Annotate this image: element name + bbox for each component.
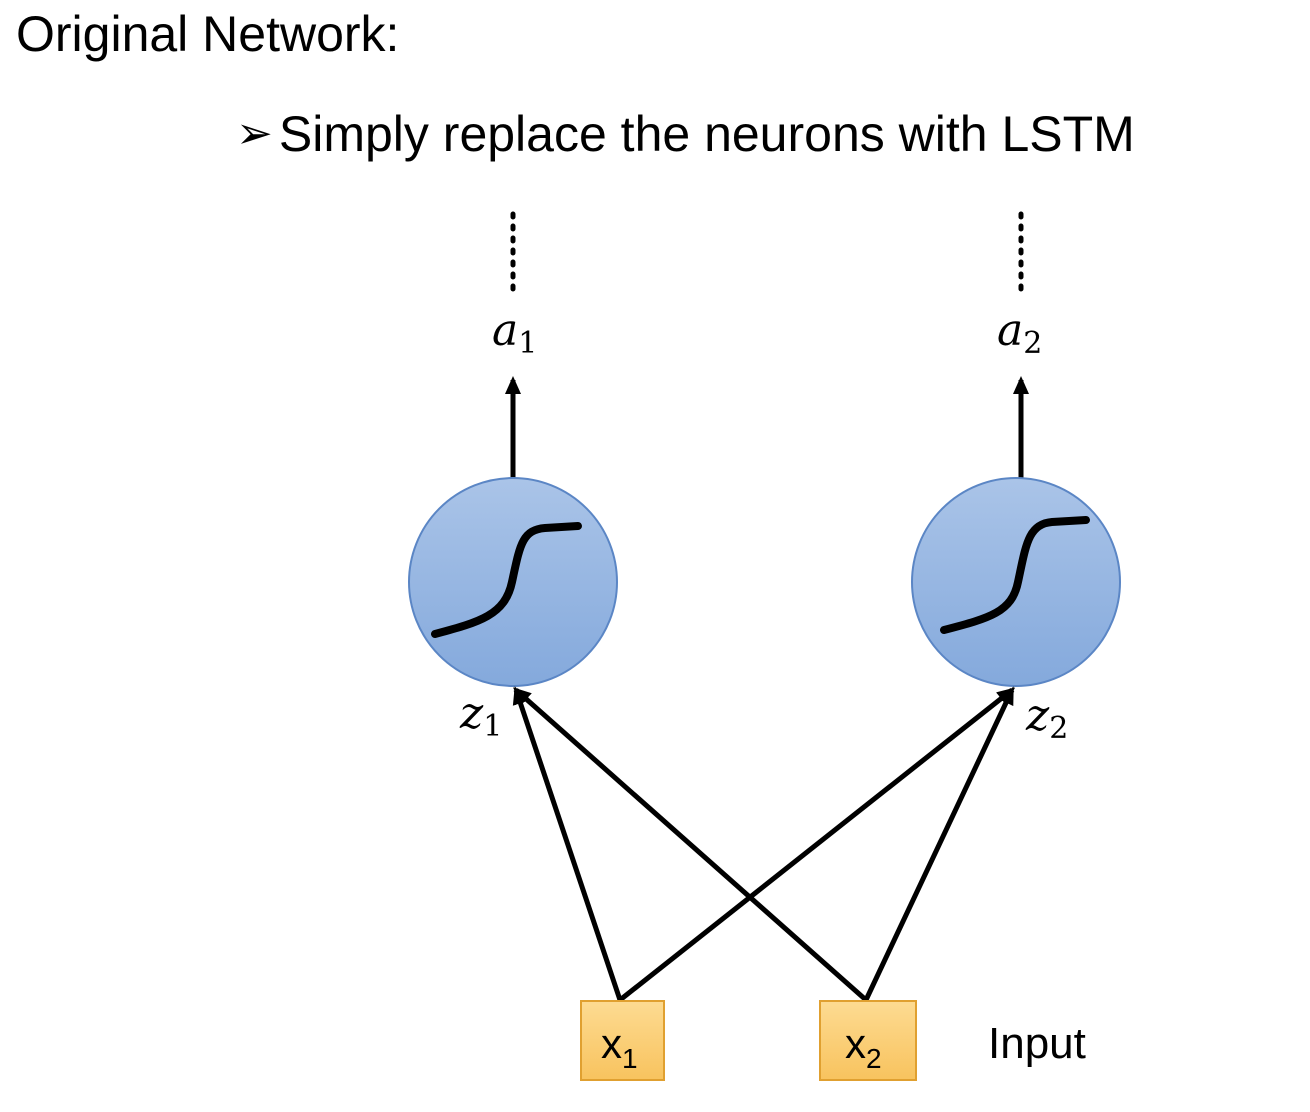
connection-x1-z1 xyxy=(512,686,623,1001)
bullet-text: Simply replace the neurons with LSTM xyxy=(278,106,1135,162)
svg-text:x1: x1 xyxy=(601,1020,638,1074)
connection-x1-z2 xyxy=(618,687,1016,1002)
bullet-item: ➢ Simply replace the neurons with LSTM xyxy=(236,100,1135,168)
svg-text:x2: x2 xyxy=(845,1020,882,1074)
neuron-2 xyxy=(911,477,1121,687)
neuron-1 xyxy=(408,477,618,687)
sigmoid-curve-icon xyxy=(940,516,1090,634)
output-label-a2: a2 xyxy=(997,305,1042,361)
input-label-z2: z2 xyxy=(1025,690,1068,746)
connection-x2-z1 xyxy=(513,687,868,1002)
sigmoid-curve-icon xyxy=(431,522,582,638)
input-layer-label: Input xyxy=(988,1019,1086,1068)
input-node-x1: x1 xyxy=(580,1000,665,1081)
output-label-a1: a1 xyxy=(492,305,537,361)
input-label-z1: z1 xyxy=(459,688,502,744)
page-title: Original Network: xyxy=(16,6,400,62)
arrowhead-bullet-icon: ➢ xyxy=(236,109,273,158)
connection-x2-z2 xyxy=(863,686,1015,1002)
input-node-x2: x2 xyxy=(819,1000,917,1081)
